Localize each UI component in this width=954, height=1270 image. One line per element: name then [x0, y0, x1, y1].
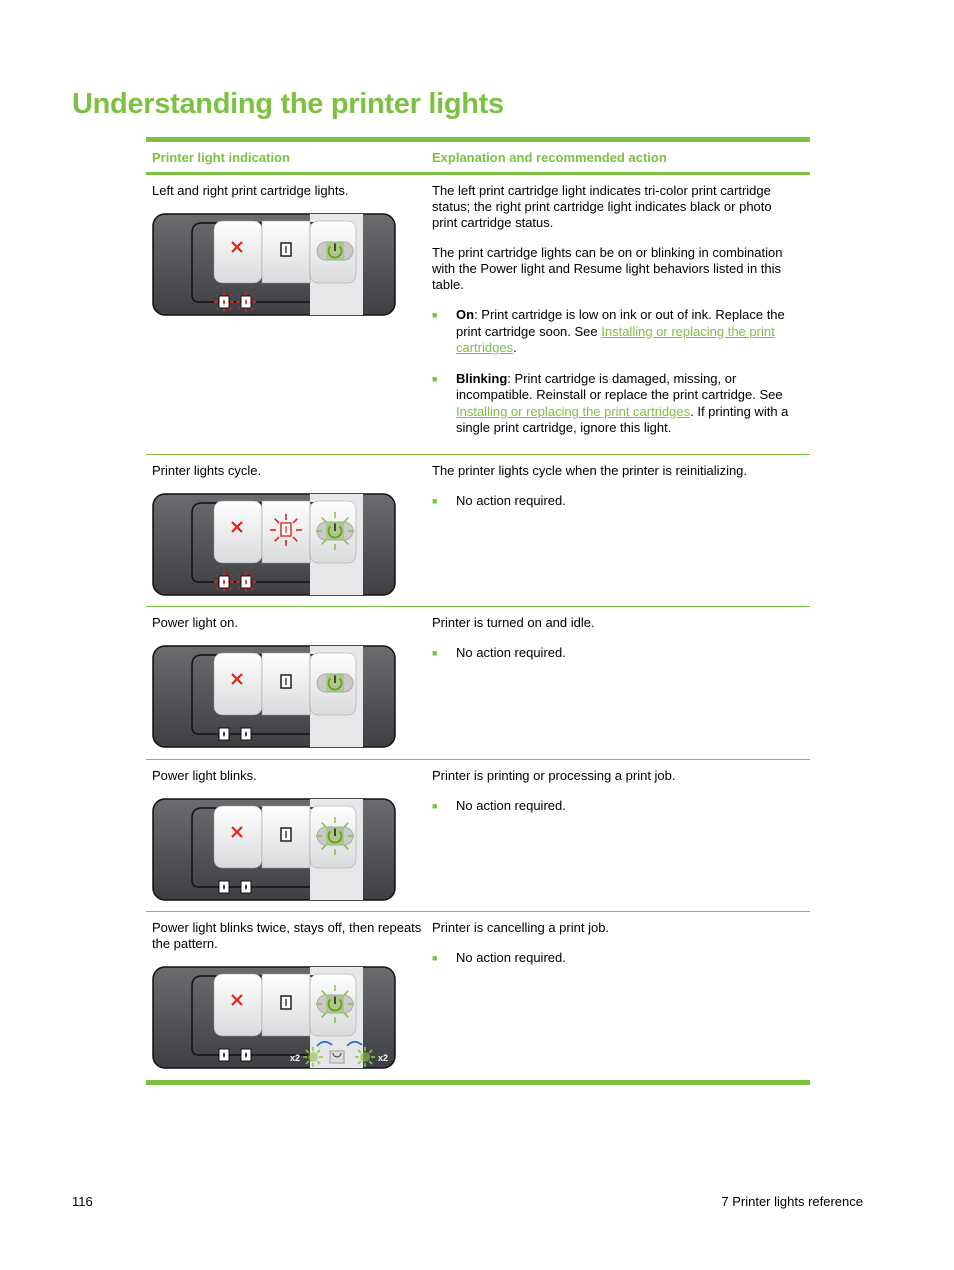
indication-text: Power light blinks.: [152, 768, 257, 783]
bullet-item: ■ No action required.: [432, 493, 800, 510]
control-panel-illustration: [152, 645, 396, 748]
control-panel-illustration: [152, 798, 396, 901]
indication-text: Power light on.: [152, 615, 238, 630]
bullet-text-after: . If printing with a single print cartri…: [456, 403, 789, 436]
control-panel-illustration: x2 x2: [152, 966, 396, 1069]
bullet-text: No action required.: [456, 645, 566, 660]
header-indication: Printer light indication: [152, 149, 290, 165]
explanation-paragraph: Printer is cancelling a print job.: [432, 920, 610, 935]
table-row: Power light blinks twice, stays off, the…: [146, 912, 810, 1080]
table-row: Power light blinks. Printer is printing …: [146, 760, 810, 912]
table-row: Left and right print cartridge lights. T…: [146, 175, 810, 455]
table-header: Printer light indication Explanation and…: [146, 142, 810, 175]
bullet-square-icon: ■: [432, 310, 438, 320]
bullet-item: ■ Blinking: Print cartridge is damaged, m…: [432, 371, 800, 437]
header-explanation: Explanation and recommended action: [432, 149, 667, 165]
indication-text: Power light blinks twice, stays off, the…: [152, 920, 422, 951]
page-title: Understanding the printer lights: [72, 88, 504, 120]
bullet-square-icon: ■: [432, 373, 438, 384]
bullet-text: : Print cartridge is damaged, missing, o…: [456, 370, 783, 403]
table-bottom-rule: [146, 1080, 810, 1085]
bullet-square-icon: ■: [432, 496, 438, 506]
bullet-item: ■ On: Print cartridge is low on ink or ou…: [432, 307, 800, 357]
bullet-item: ■ No action required.: [432, 645, 800, 662]
bullet-text: No action required.: [456, 798, 566, 813]
bullet-square-icon: ■: [432, 648, 438, 658]
chapter-footer: 7 Printer lights reference: [721, 1194, 863, 1209]
bullet-square-icon: ■: [432, 801, 438, 811]
bullet-text-after: .: [513, 340, 517, 355]
page-number: 116: [72, 1194, 93, 1209]
bullet-item: ■ No action required.: [432, 950, 800, 967]
printer-lights-table: Printer light indication Explanation and…: [146, 137, 810, 1085]
indication-text: Printer lights cycle.: [152, 463, 262, 478]
bullet-text: No action required.: [456, 493, 566, 508]
table-row: Power light on. Printer is turned on and…: [146, 607, 810, 760]
bullet-item: ■ No action required.: [432, 798, 800, 815]
explanation-paragraph: The printer lights cycle when the printe…: [432, 463, 748, 478]
indication-text: Left and right print cartridge lights.: [152, 183, 349, 198]
table-row: Printer lights cycle. The printer lights…: [146, 455, 810, 607]
install-cartridges-link[interactable]: Installing or replacing the print cartri…: [456, 403, 691, 419]
table-top-rule: [146, 137, 810, 142]
explanation-paragraph: Printer is turned on and idle.: [432, 615, 595, 630]
control-panel-illustration: [152, 493, 396, 596]
bullet-square-icon: ■: [432, 953, 438, 963]
explanation-paragraph: The left print cartridge light indicates…: [432, 183, 772, 230]
svg-text:x2: x2: [378, 1053, 388, 1063]
explanation-paragraph: The print cartridge lights can be on or …: [432, 245, 783, 292]
install-cartridges-link[interactable]: Installing or replacing the print cartri…: [456, 323, 775, 356]
control-panel-illustration: [152, 213, 396, 316]
explanation-paragraph: Printer is printing or processing a prin…: [432, 768, 676, 783]
bullet-text: : Print cartridge is low on ink or out o…: [456, 307, 785, 339]
bullet-text: No action required.: [456, 950, 566, 965]
svg-text:x2: x2: [290, 1053, 300, 1063]
bullet-label: On: [456, 307, 475, 322]
bullet-label: Blinking: [456, 370, 508, 386]
